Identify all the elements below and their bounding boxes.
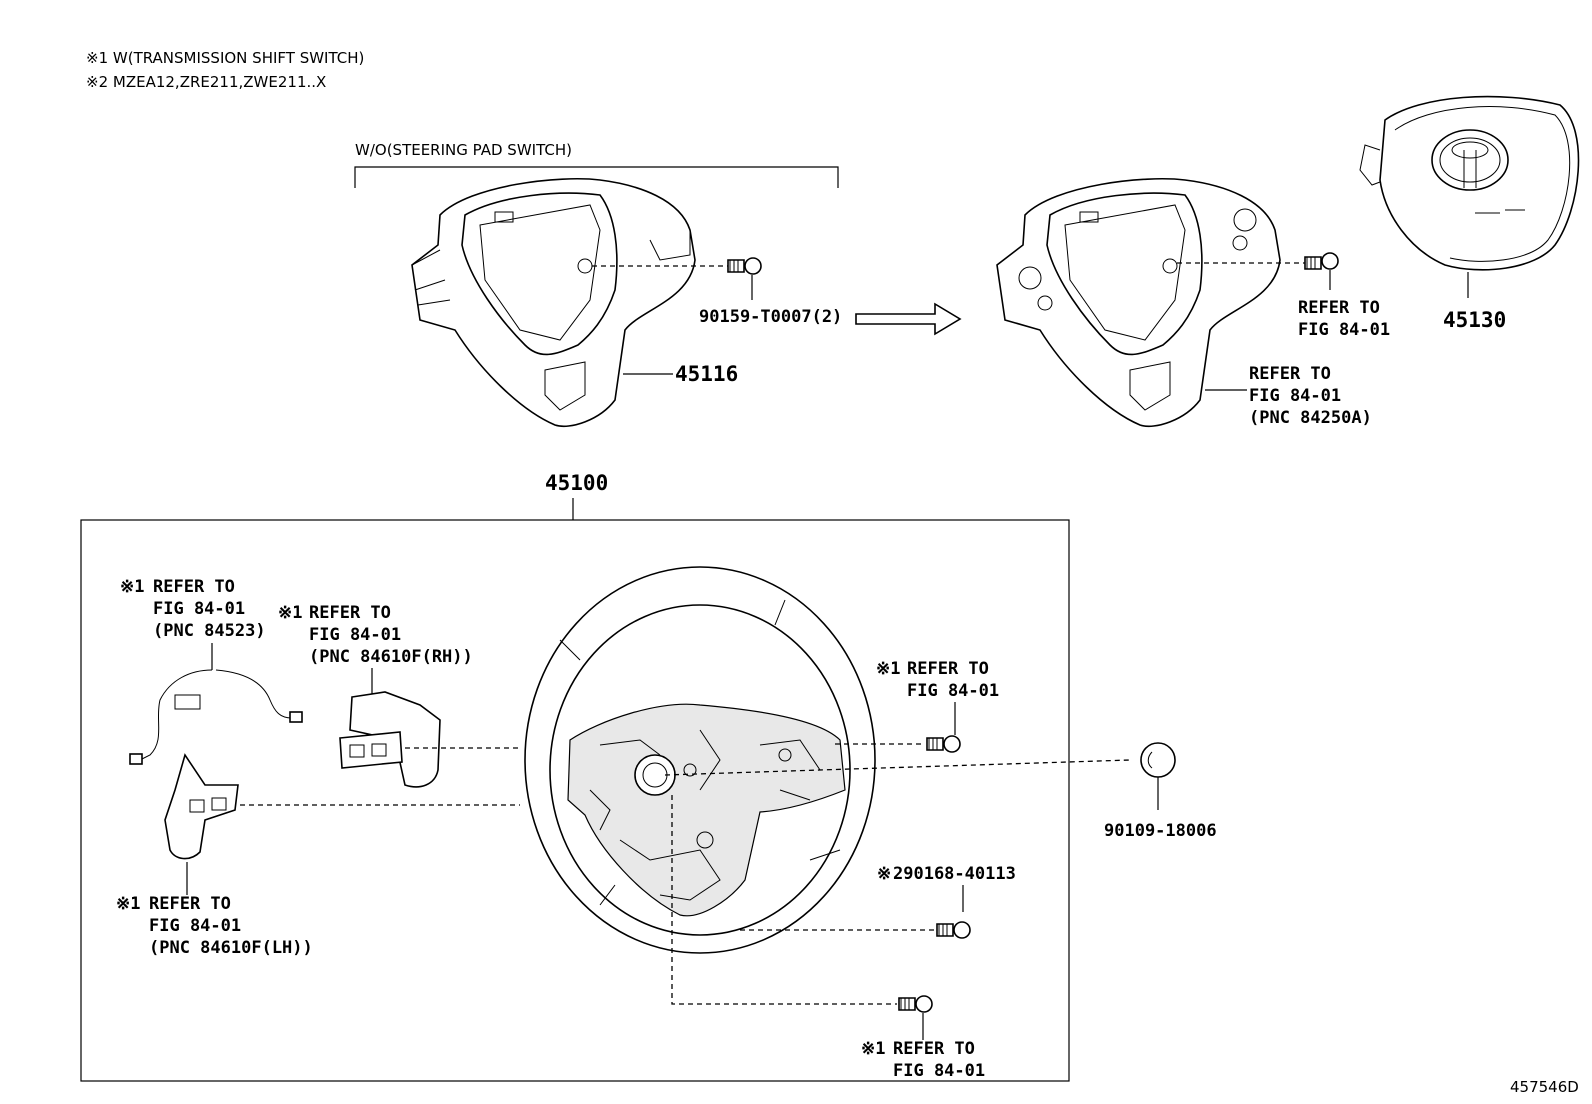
refer-pad-switch-3: (PNC 84250A) (1249, 408, 1372, 428)
mark-screw-2: ※ (877, 864, 891, 884)
refer-84610f-rh-2: FIG 84-01 (309, 625, 401, 645)
refer-screw-mid-1: REFER TO (907, 659, 989, 679)
refer-84610f-rh-1: REFER TO (309, 603, 391, 623)
refer-screw-bottom-2: FIG 84-01 (893, 1061, 985, 1081)
dash-screw-bottom (671, 795, 897, 1005)
mark-screw-mid: ※1 (876, 659, 900, 679)
airbag-45130 (1359, 95, 1580, 271)
mark-screw-bottom: ※1 (861, 1039, 885, 1059)
screw-icon (936, 921, 971, 939)
paddle-switch-rh (339, 691, 441, 788)
group-bracket (354, 166, 839, 188)
refer-84523-2: FIG 84-01 (153, 599, 245, 619)
refer-84523-1: REFER TO (153, 577, 235, 597)
wire-harness-84523 (129, 669, 303, 765)
refer-pad-switch-1: REFER TO (1249, 364, 1331, 384)
nut-icon (1140, 742, 1176, 778)
mark-84610f-rh: ※1 (278, 603, 302, 623)
screw-top-label: 90159-T0007(2) (699, 307, 842, 327)
note-2: ※2 MZEA12,ZRE211,ZWE211..X (86, 73, 326, 91)
note-1: ※1 W(TRANSMISSION SHIFT SWITCH) (86, 49, 364, 67)
pad-cover-with-switch (996, 177, 1281, 427)
group-box-45100 (80, 519, 1070, 1082)
steering-wheel (524, 566, 876, 954)
arrow-icon (855, 302, 962, 336)
screw-2-label: 290168-40113 (893, 864, 1016, 884)
refer-84610f-lh-2: FIG 84-01 (149, 916, 241, 936)
dash-nut (664, 759, 1131, 776)
refer-screw-mid-2: FIG 84-01 (907, 681, 999, 701)
refer-pad-switch-2: FIG 84-01 (1249, 386, 1341, 406)
wheel-assembly-label: 45100 (545, 471, 608, 495)
mark-84523: ※1 (120, 577, 144, 597)
pad-cover-45116 (411, 177, 696, 427)
diagram-id: 457546D (1510, 1078, 1579, 1096)
screw-icon (727, 257, 762, 275)
screw-icon (1304, 252, 1339, 270)
refer-84523-3: (PNC 84523) (153, 621, 266, 641)
screw-icon (926, 735, 961, 753)
refer-84610f-lh-1: REFER TO (149, 894, 231, 914)
refer-screw-right-2: FIG 84-01 (1298, 320, 1390, 340)
nut-label: 90109-18006 (1104, 821, 1217, 841)
group-label: W/O(STEERING PAD SWITCH) (355, 141, 572, 159)
refer-84610f-lh-3: (PNC 84610F(LH)) (149, 938, 313, 958)
airbag-label: 45130 (1443, 308, 1506, 332)
refer-84610f-rh-3: (PNC 84610F(RH)) (309, 647, 473, 667)
paddle-switch-lh (164, 753, 239, 860)
nut-detail (1147, 751, 1153, 769)
refer-screw-bottom-1: REFER TO (893, 1039, 975, 1059)
mark-84610f-lh: ※1 (116, 894, 140, 914)
pad-cover-label: 45116 (675, 362, 738, 386)
screw-icon (898, 995, 933, 1013)
refer-screw-right-1: REFER TO (1298, 298, 1380, 318)
